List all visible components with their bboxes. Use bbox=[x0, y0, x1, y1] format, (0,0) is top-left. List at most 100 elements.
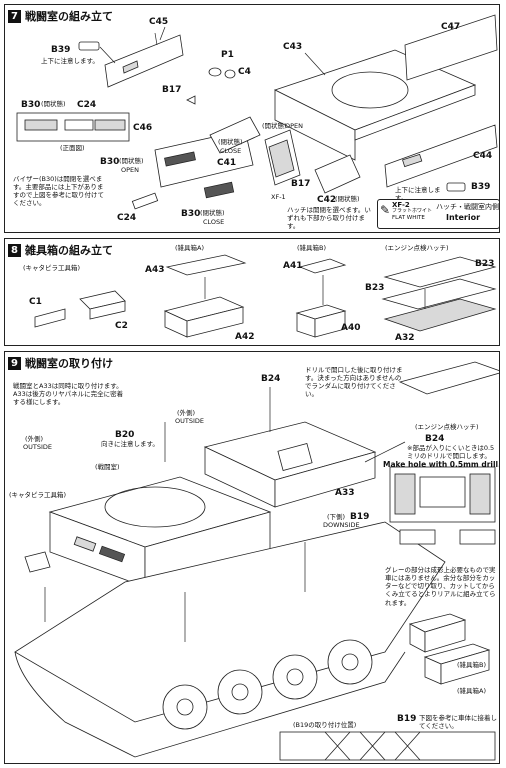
label-a43: A43 bbox=[145, 265, 165, 275]
label-open-en: OPEN bbox=[121, 166, 140, 174]
b19-position-strip bbox=[279, 731, 496, 761]
note-drill-small: ※部品が入りにくいときは0.5ミリのドリルで開口します。 bbox=[407, 444, 495, 461]
step-7-drawing bbox=[16, 14, 498, 210]
step-number: 7 bbox=[8, 9, 21, 23]
label-box-b: (雑具箱B) bbox=[297, 244, 327, 252]
label-a40: A40 bbox=[341, 323, 361, 333]
hull-body bbox=[14, 521, 446, 723]
paint-badge: XF-2 フラットホワイト FLAT WHITE ハッチ・戦闘室内側 Inter… bbox=[377, 199, 499, 229]
label-c1: C1 bbox=[29, 297, 42, 307]
p1-part bbox=[208, 67, 222, 77]
label-front-view: (正面図) bbox=[60, 144, 85, 152]
c42-part bbox=[314, 154, 361, 194]
engine-hatch-part bbox=[398, 361, 499, 395]
label-downside-jp: (下側) bbox=[327, 513, 346, 521]
paint-area-jp: ハッチ・戦闘室内側 bbox=[436, 203, 499, 211]
label-c24-top: C24 bbox=[77, 100, 97, 110]
label-close-paren-mid: (閉状態) bbox=[218, 138, 243, 146]
label-b17-bottom: B17 bbox=[291, 179, 311, 189]
a41-lid bbox=[298, 258, 347, 274]
label-box-a: (雑具箱A) bbox=[175, 244, 205, 252]
label-b30-open2: B30 bbox=[100, 157, 120, 167]
label-b39-top: B39 bbox=[51, 45, 71, 55]
a32-hatch bbox=[383, 298, 497, 332]
label-close-en: CLOSE bbox=[203, 218, 225, 226]
label-c24-bottom: C24 bbox=[117, 213, 137, 223]
label-xf1: XF-1 bbox=[271, 193, 286, 201]
label-a32: A32 bbox=[395, 333, 415, 343]
step-9-title: 9 戦闘室の取り付け bbox=[8, 355, 113, 371]
step-9-panel: 9 戦闘室の取り付け bbox=[4, 351, 500, 764]
b17-top-part bbox=[186, 95, 196, 105]
label-engine-hatch: (エンジン点検ハッチ) bbox=[385, 244, 449, 252]
step-number: 9 bbox=[8, 356, 21, 370]
label-open-paren-mid: (開状態) bbox=[262, 122, 287, 130]
note-visor: バイザー(B30)は開閉を選べます。主要部品には上下がありますので上図を参考に取… bbox=[13, 175, 104, 208]
label-c41: C41 bbox=[217, 158, 237, 168]
label-b23-left: B23 bbox=[365, 283, 385, 293]
note-b19-ref: 下図を参考に車体に接着してください。 bbox=[419, 714, 497, 731]
label-c2: C2 bbox=[115, 321, 128, 331]
c1-part bbox=[34, 308, 66, 328]
label-close-mid-en: CLOSE bbox=[220, 147, 242, 155]
c24-part bbox=[131, 192, 159, 210]
c41-hatch bbox=[209, 116, 261, 154]
step-8-title: 8 雑具箱の組み立て bbox=[8, 242, 113, 258]
label-fighting-compartment: (戦闘室) bbox=[95, 463, 120, 471]
label-c47: C47 bbox=[441, 22, 461, 32]
label-b23-right: B23 bbox=[475, 259, 495, 269]
label-b30-close-paren: (閉状態) bbox=[200, 209, 225, 217]
label-b19-bottom: B19 bbox=[397, 714, 417, 724]
label-c43: C43 bbox=[283, 42, 303, 52]
paint-name-jp: フラットホワイト bbox=[392, 208, 433, 214]
label-c46: C46 bbox=[133, 123, 153, 133]
label-caterpillar-box: (キャタピラ工具箱) bbox=[9, 491, 67, 499]
label-a41: A41 bbox=[283, 261, 303, 271]
label-downside-en: DOWNSIDE bbox=[323, 521, 360, 529]
road-wheels bbox=[162, 639, 373, 730]
paint-area-en: Interior bbox=[446, 213, 481, 222]
a43-lid bbox=[165, 254, 247, 276]
step-title-text: 雑具箱の組み立て bbox=[25, 244, 113, 257]
label-c42-paren: (閉状態) bbox=[335, 195, 360, 203]
label-box-a: (雑具箱A) bbox=[457, 687, 487, 695]
brush-icon: ✎ bbox=[380, 203, 391, 217]
note-drill-en: Make hole with 0.5mm drill. bbox=[383, 460, 500, 469]
label-outside-en: OUTSIDE bbox=[175, 417, 204, 425]
b39-bottom-part bbox=[446, 182, 466, 192]
step-8-panel: 8 雑具箱の組み立て (キャタピラ工具箱) C1 C2 (雑具箱A) A43 A… bbox=[4, 238, 500, 346]
step-7-title: 7 戦闘室の組み立て bbox=[8, 8, 113, 24]
label-b19: B19 bbox=[350, 512, 370, 522]
c4-part bbox=[224, 69, 236, 79]
note-b39-top: 上下に注意します。 bbox=[41, 57, 99, 65]
step-8-drawing bbox=[34, 254, 497, 338]
b23-strip-right bbox=[383, 256, 497, 288]
label-p1: P1 bbox=[221, 50, 234, 60]
note-b20: 向きに注意します。 bbox=[101, 440, 159, 448]
label-b24-right: B24 bbox=[425, 434, 445, 444]
step-9-drawing bbox=[14, 361, 499, 761]
label-c4: C4 bbox=[238, 67, 251, 77]
label-outside-left-en: OUTSIDE bbox=[23, 443, 52, 451]
label-b30-open-paren: (開状態) bbox=[41, 100, 66, 108]
label-outside-jp: (外側) bbox=[177, 409, 196, 417]
label-c44: C44 bbox=[473, 151, 493, 161]
b23-strip-left bbox=[381, 278, 497, 310]
paint-name-en: FLAT WHITE bbox=[392, 215, 425, 221]
c44-panel bbox=[384, 124, 498, 188]
caterpillar-tool-box bbox=[24, 551, 51, 573]
label-engine-hatch: (エンジン点検ハッチ) bbox=[415, 423, 479, 431]
note-b39-bottom: 上下に注意します。 bbox=[395, 186, 441, 202]
label-b39-bottom: B39 bbox=[471, 182, 491, 192]
note-drill: ドリルで開口した後に取り付けます。決まった方向はありませんのでランダムに取り付け… bbox=[305, 366, 403, 399]
label-b30-open: B30 bbox=[21, 100, 41, 110]
label-b19-position: (B19の取り付け位置) bbox=[293, 721, 357, 729]
label-caterpillar-box: (キャタピラ工具箱) bbox=[23, 264, 81, 272]
step-title-text: 戦闘室の取り付け bbox=[25, 357, 113, 370]
label-outside-left-jp: (外側) bbox=[25, 435, 44, 443]
label-box-b: (雑具箱B) bbox=[457, 661, 487, 669]
label-b30-close: B30 bbox=[181, 209, 201, 219]
step-title-text: 戦闘室の組み立て bbox=[25, 10, 113, 23]
label-b30-open2-paren: (開状態) bbox=[119, 157, 144, 165]
label-c42: C42 bbox=[317, 195, 337, 205]
